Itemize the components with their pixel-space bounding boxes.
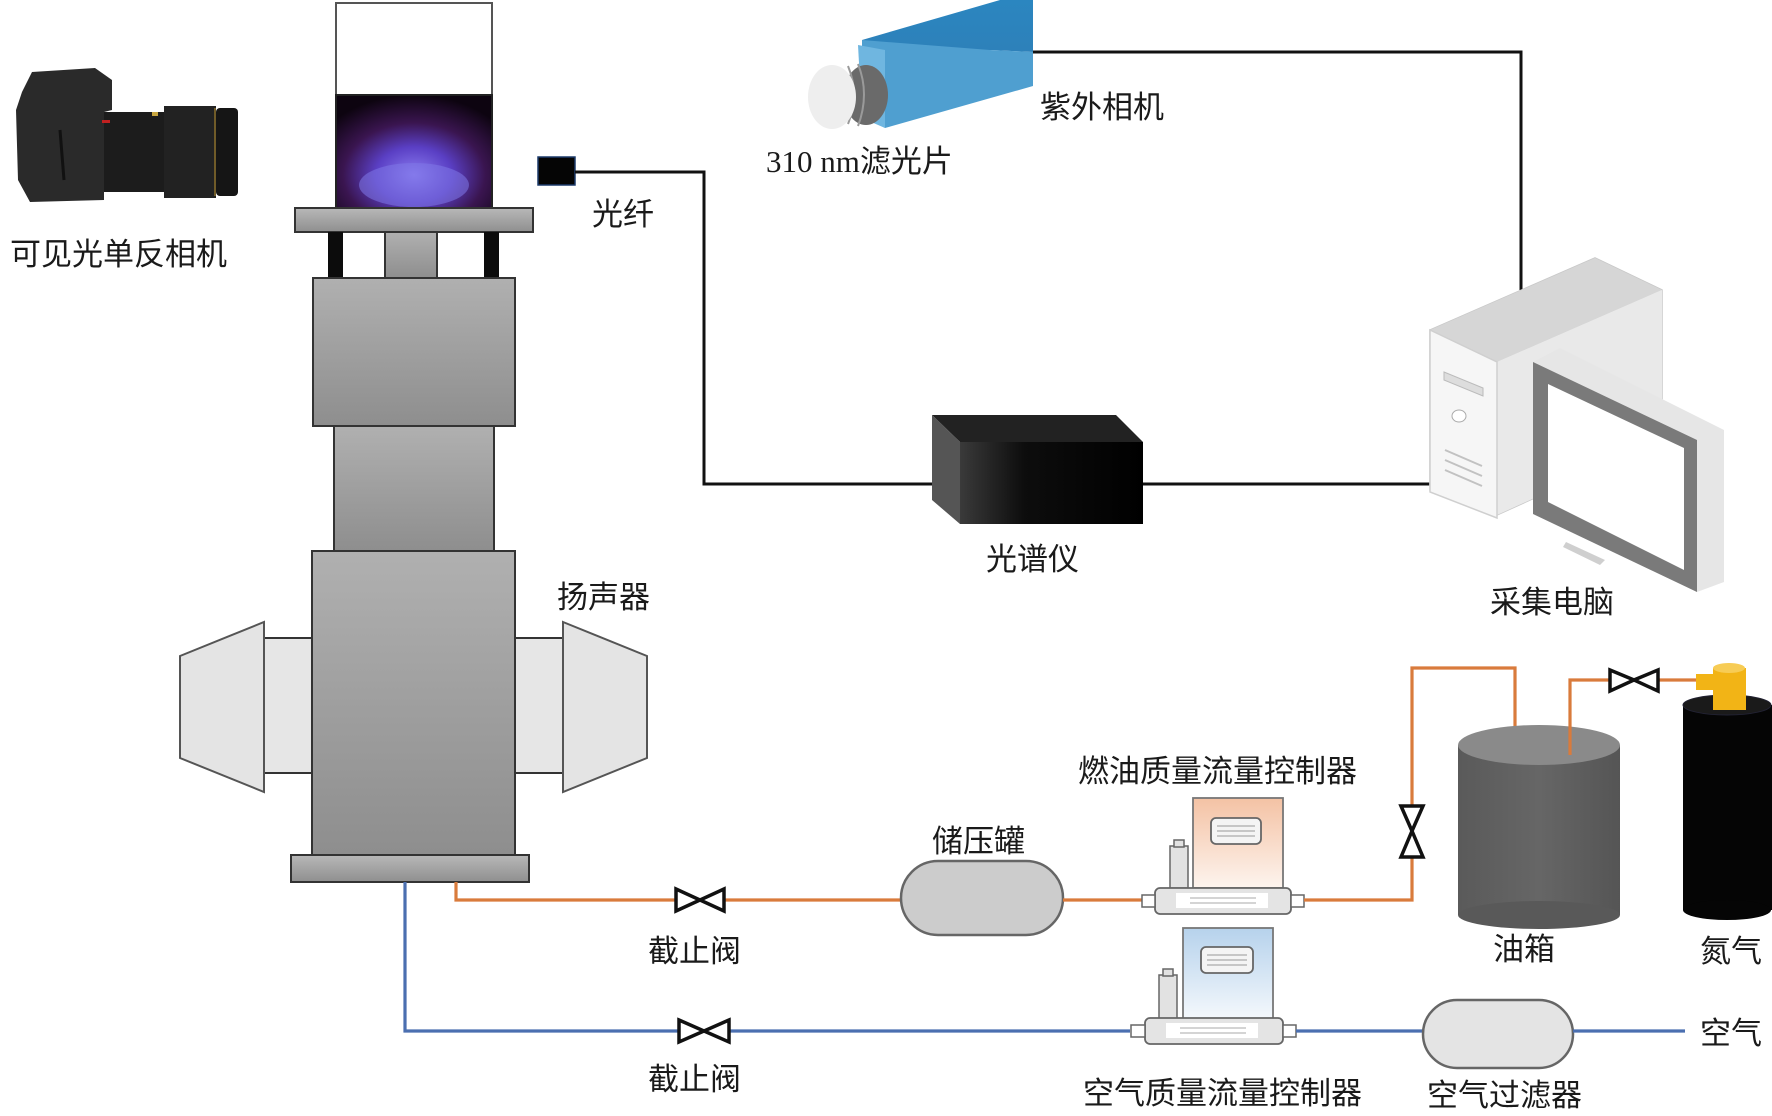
uv-camera-icon (808, 0, 1033, 129)
uv-camera-label: 紫外相机 (1040, 90, 1164, 126)
filter-label: 310 nm滤光片 (766, 144, 953, 179)
nitrogen-line-to-oil-tank (1568, 678, 1610, 755)
combustor (290, 2, 534, 883)
plenum-body (311, 550, 516, 856)
nozzle-stem (384, 231, 438, 279)
computer-icon (1429, 257, 1724, 592)
filter-icon (844, 65, 888, 125)
air-line-to-combustor (403, 882, 678, 1033)
uv-camera-to-computer-line (1033, 50, 1523, 290)
air-mass-flow-controller-icon (1130, 927, 1297, 1045)
fuel-mfc-label: 燃油质量流量控制器 (1078, 754, 1357, 790)
middle-column (333, 425, 495, 552)
dslr-camera-icon (16, 68, 238, 202)
oil-tank-valve-icon[interactable] (1398, 804, 1426, 859)
nitrogen-valve-icon[interactable] (1608, 667, 1660, 694)
base-plate (290, 854, 530, 883)
support-leg-left (328, 232, 343, 278)
quartz-window (335, 2, 493, 96)
air-shutoff-valve-label: 截止阀 (648, 1062, 741, 1098)
oil-tank-label: 油箱 (1493, 932, 1555, 968)
fuel-shutoff-valve-label: 截止阀 (648, 934, 741, 970)
optical-fiber-label: 光纤 (592, 197, 654, 233)
computer-label: 采集电脑 (1490, 585, 1614, 621)
nitrogen-label: 氮气 (1700, 934, 1762, 970)
optical-fiber-line (575, 170, 962, 486)
fuel-line-mfc-to-oil-tank (1304, 858, 1414, 902)
oil-tank-icon (1458, 725, 1620, 929)
air-filter-icon (1421, 998, 1575, 1070)
nitrogen-cylinder-icon (1682, 663, 1772, 920)
dslr-camera-label: 可见光单反相机 (10, 237, 227, 273)
upper-block (312, 277, 516, 427)
support-leg-right (484, 232, 499, 278)
air-mfc-label: 空气质量流量控制器 (1083, 1076, 1362, 1112)
nitrogen-regulator-icon (1713, 668, 1746, 710)
spectrometer-icon (932, 415, 1143, 524)
spectrometer-label: 光谱仪 (986, 542, 1079, 578)
fuel-shutoff-valve-icon[interactable] (674, 886, 726, 914)
top-plate (294, 207, 534, 233)
fuel-line-to-combustor (454, 882, 675, 902)
fuel-line-oil-tank-outlet (1410, 666, 1517, 805)
air-source-label: 空气 (1700, 1016, 1762, 1052)
fiber-probe-icon (537, 156, 576, 186)
fuel-mass-flow-controller-icon (1141, 797, 1305, 915)
air-filter-label: 空气过滤器 (1427, 1078, 1582, 1114)
loudspeaker-left-icon (179, 620, 313, 794)
pressure-tank-label: 储压罐 (932, 824, 1025, 860)
pressure-tank-icon (899, 859, 1065, 937)
loudspeaker-right-icon (514, 620, 648, 794)
air-shutoff-valve-icon[interactable] (677, 1017, 731, 1045)
loudspeaker-label: 扬声器 (557, 580, 650, 616)
